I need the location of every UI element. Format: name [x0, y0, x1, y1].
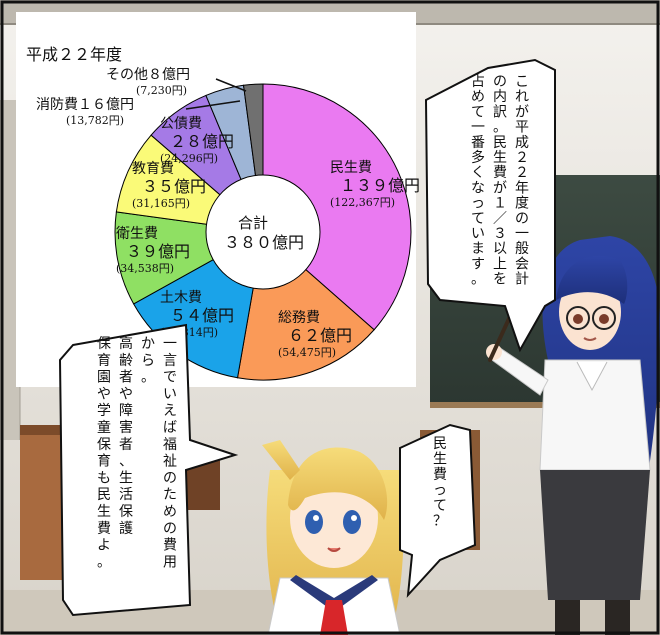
slice-detail: (54,475円) — [278, 346, 336, 359]
total-value: ３８０億円 — [224, 233, 304, 252]
teacher-explanation-bubble: 一言でいえば福祉のための費用から。高齢者や障害者、生活保護保育園や学童保育も民生… — [58, 323, 239, 617]
slice-amount: ３９億円 — [126, 242, 190, 261]
slice-name: 土木費 — [160, 290, 202, 306]
slice-name: 教育費 — [132, 161, 174, 177]
slice-amount: １３９億円 — [340, 176, 420, 195]
bubble-line: 保育園や学童保育も民生費よ。 — [97, 336, 111, 570]
pie-center-hole — [205, 174, 321, 290]
pie-slice-0 — [262, 83, 412, 331]
slice-amount: ５４億円 — [170, 306, 234, 325]
leader-line-1 — [215, 78, 247, 92]
bubble-line: から。 — [141, 336, 155, 386]
leader-line-0 — [185, 100, 241, 110]
slice-label-7: その他８億円(7,230円) — [106, 67, 190, 97]
slice-name: 総務費 — [278, 310, 320, 326]
slice-name: その他８億円 — [106, 67, 190, 83]
bubble-line: の内訳。民生費が１／３以上を — [493, 74, 507, 288]
slice-label-6: 消防費１６億円(13,782円) — [36, 97, 134, 127]
slice-name: 公債費 — [160, 116, 202, 132]
slice-amount: ２８億円 — [170, 132, 234, 151]
bubble-line: 占めて一番多くなっています。 — [471, 74, 485, 288]
bubble-line: これが平成２２年度の一般会計 — [515, 74, 529, 288]
student-speech-bubble: 民生費って？ — [399, 423, 477, 598]
slice-amount: ６２億円 — [288, 326, 352, 345]
slice-detail: (13,782円) — [66, 114, 124, 127]
slice-amount: ３５億円 — [142, 177, 206, 196]
slice-detail: (122,367円) — [330, 196, 395, 209]
total-label: 合計 — [238, 214, 268, 232]
chart-title: 平成２２年度 — [26, 45, 122, 64]
bubble-line: 一言でいえば福祉のための費用 — [163, 336, 177, 570]
slice-name: 衛生費 — [116, 226, 158, 242]
slice-name: 消防費１６億円 — [36, 97, 134, 113]
slice-name: 民生費 — [330, 160, 372, 176]
slice-detail: (24,296円) — [160, 152, 218, 165]
bubble-line: 高齢者や障害者、生活保護 — [119, 335, 133, 537]
slice-detail: (31,165円) — [132, 197, 190, 210]
teacher-speech-bubble: これが平成２２年度の一般会計の内訳。民生費が１／３以上を占めて一番多くなっていま… — [424, 58, 556, 353]
student-character — [262, 440, 404, 635]
slice-detail: (34,538円) — [116, 262, 174, 275]
slice-detail: (7,230円) — [136, 84, 187, 97]
teacher-character — [486, 223, 660, 635]
bubble-line: 民生費って？ — [433, 436, 447, 530]
